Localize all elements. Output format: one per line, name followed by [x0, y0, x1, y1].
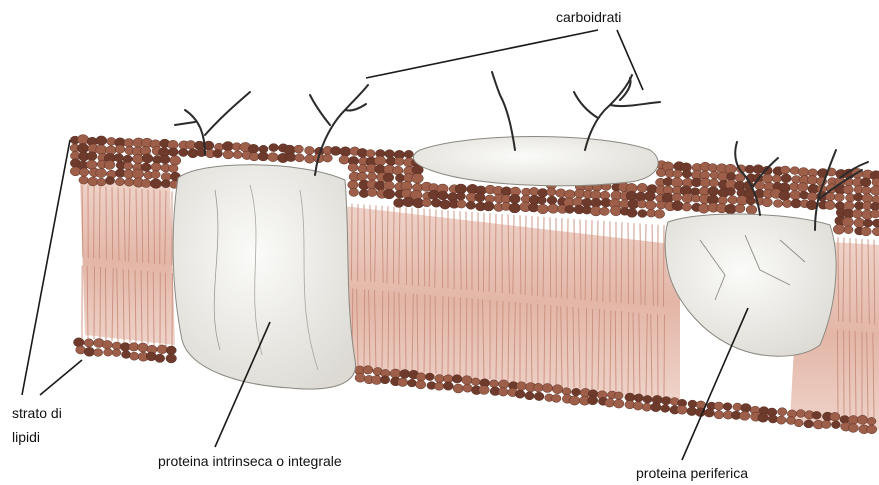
peripheral-protein-label: proteina periferica	[636, 464, 748, 482]
lipid-layer-label-line2: lipidi	[12, 428, 40, 446]
carbohydrates-label: carboidrati	[556, 8, 621, 26]
leader-lipid-lower	[40, 360, 82, 395]
integral-protein	[173, 165, 355, 389]
integral-protein-label: proteina intrinseca o integrale	[158, 452, 342, 470]
top-surface-protein	[413, 137, 658, 186]
peripheral-protein	[665, 214, 836, 356]
leader-lipid-upper	[22, 140, 70, 395]
lipid-layer-label: strato di	[12, 404, 62, 422]
leader-carbohydrates-left	[366, 30, 598, 78]
